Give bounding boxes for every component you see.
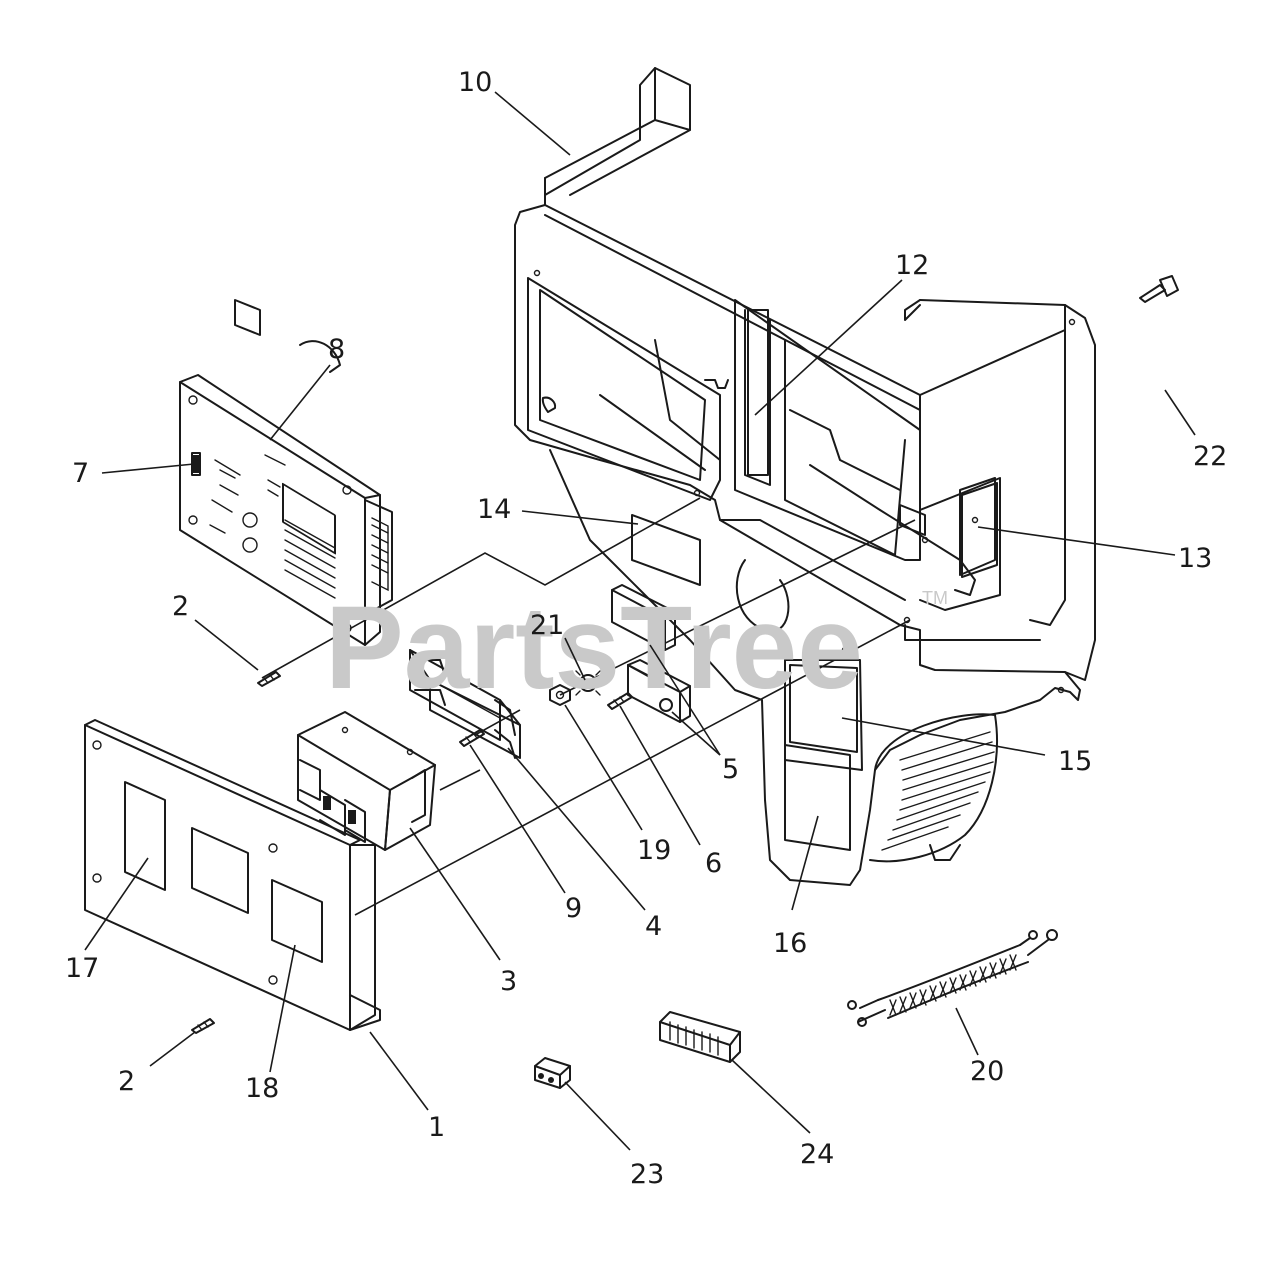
callout-12: 12 <box>895 250 929 281</box>
wire-harness-part-20 <box>847 929 1058 1027</box>
callout-22: 22 <box>1193 441 1227 472</box>
callout-20: 20 <box>970 1056 1004 1087</box>
callout-23: 23 <box>630 1159 664 1190</box>
callout-5: 5 <box>722 754 739 785</box>
fuse-holder-part-4 <box>409 649 521 759</box>
screw-part-9 <box>459 729 485 747</box>
callout-4: 4 <box>645 911 662 942</box>
callout-6: 6 <box>705 848 722 879</box>
callout-15: 15 <box>1058 746 1092 777</box>
assembly-lines <box>261 497 916 916</box>
callout-21: 21 <box>530 610 564 641</box>
label-part-15 <box>789 664 858 753</box>
label-part-14 <box>631 514 701 586</box>
screw-part-2-upper <box>257 671 281 687</box>
callout-leaders <box>84 91 1196 1151</box>
callout-8: 8 <box>328 334 345 365</box>
terminal-lug-lower-part-5 <box>627 659 691 723</box>
label-part-16 <box>784 744 851 851</box>
callout-10: 10 <box>458 67 492 98</box>
label-part-17 <box>124 781 166 891</box>
callout-14: 14 <box>477 494 511 525</box>
label-part-12 <box>747 309 769 476</box>
label-part-13 <box>961 482 998 578</box>
callout-19: 19 <box>637 835 671 866</box>
callout-17: 17 <box>65 953 99 984</box>
terminal-lug-upper-part-5 <box>611 584 676 651</box>
callout-9: 9 <box>565 893 582 924</box>
watermark-trademark: TM <box>922 588 948 608</box>
callout-18: 18 <box>245 1073 279 1104</box>
connector-part-24 <box>659 1011 741 1063</box>
connector-part-23 <box>534 1057 571 1089</box>
screw-part-22 <box>1139 275 1179 303</box>
callout-7: 7 <box>72 458 89 489</box>
callout-2-lower: 2 <box>118 1066 135 1097</box>
nut-part-19 <box>549 684 571 706</box>
label-part-18 <box>271 879 323 963</box>
callout-24: 24 <box>800 1139 834 1170</box>
front-panel-part-1 <box>84 719 381 1031</box>
watermark-text: PartsTree <box>325 582 863 714</box>
callout-1: 1 <box>428 1112 445 1143</box>
callout-13: 13 <box>1178 543 1212 574</box>
circuit-breaker-part-3 <box>297 711 436 851</box>
control-panel-part-8 <box>179 299 393 646</box>
main-housing-part-10 <box>514 67 1096 886</box>
callout-16: 16 <box>773 928 807 959</box>
callout-2-upper: 2 <box>172 591 189 622</box>
screw-part-6 <box>607 692 633 710</box>
screw-part-2-lower <box>191 1018 215 1034</box>
callout-3: 3 <box>500 966 517 997</box>
